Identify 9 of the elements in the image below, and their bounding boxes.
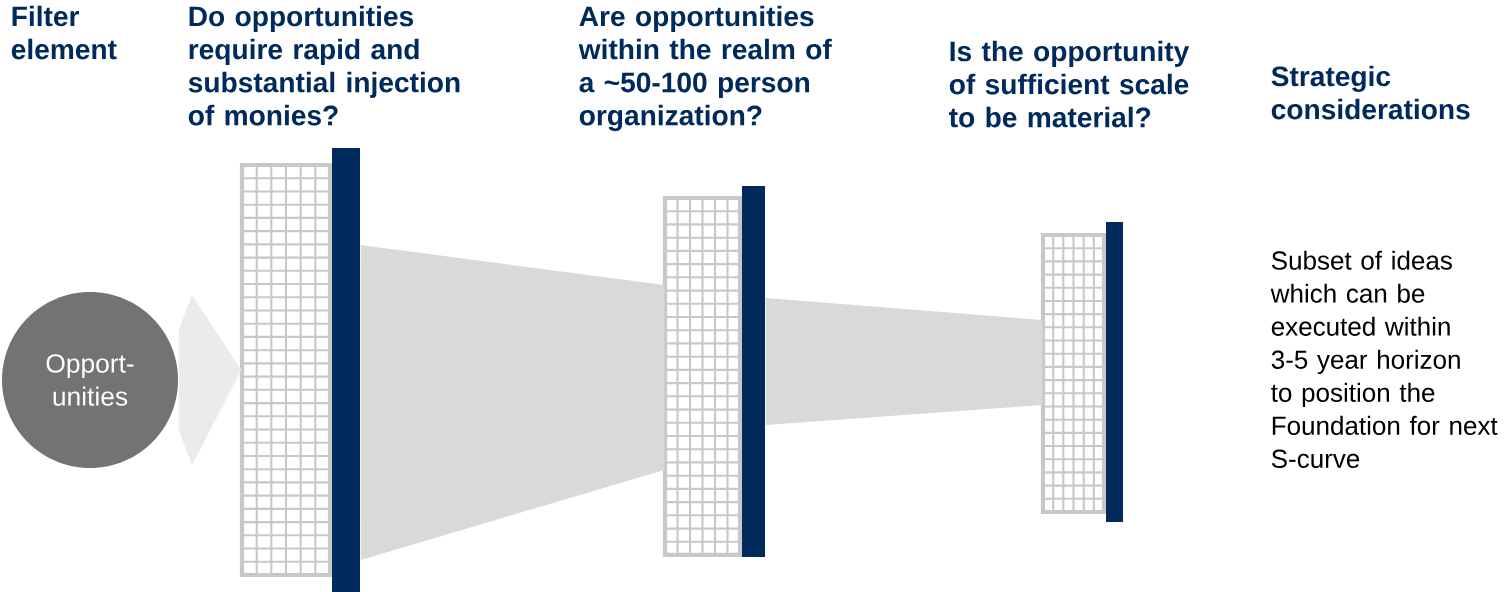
question-heading: Are opportunities within the realm of a ~50-100 person organization?: [578, 5, 832, 132]
block-arrow: [178, 295, 242, 465]
question-heading: Is the opportunity of sufficient scale to be material?: [949, 40, 1190, 128]
question-heading: Do opportunities require rapid and substantial injection of monies?: [188, 5, 460, 126]
funnel-band: [360, 245, 665, 560]
description-text: Subset of ideas which can be executed within 3-5 year horizon to position the Foundation for next S-curve: [1270, 250, 1498, 469]
funnel-band: [765, 298, 1043, 425]
column-heading: Filter element: [11, 5, 117, 60]
column-heading: Strategic considerations: [1271, 65, 1470, 120]
